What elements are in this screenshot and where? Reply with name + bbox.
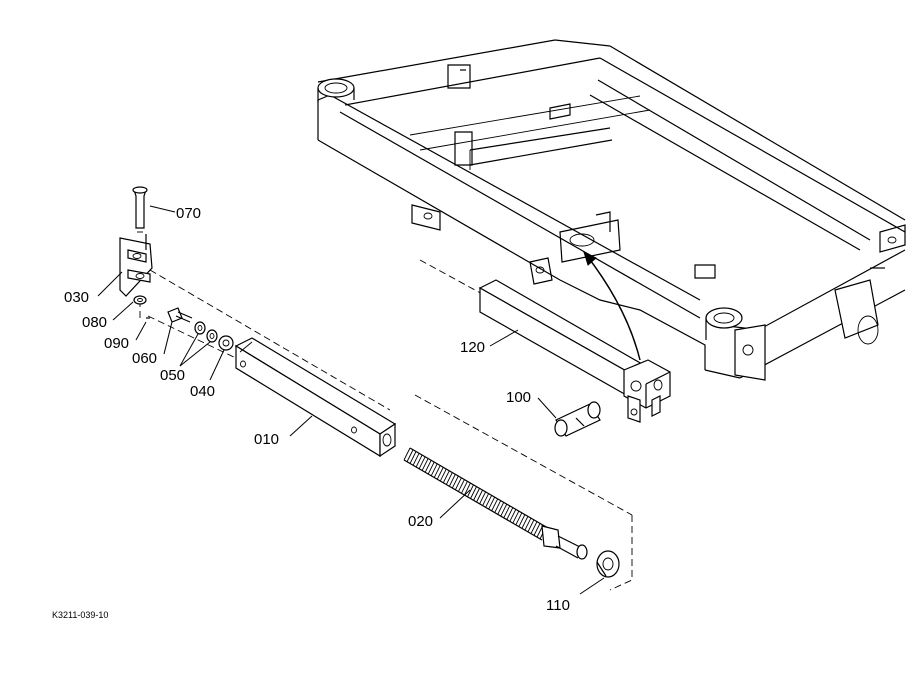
thread-mark xyxy=(491,498,499,512)
thread-mark xyxy=(403,447,411,461)
thread-mark xyxy=(518,514,526,527)
thread-mark xyxy=(533,523,541,536)
callout-110: 110 xyxy=(546,597,570,614)
callout-050: 050 xyxy=(160,367,185,384)
callout-120: 120 xyxy=(460,339,485,356)
thread-mark xyxy=(500,503,508,517)
callout-030: 030 xyxy=(64,289,89,306)
thread-mark xyxy=(439,468,447,482)
thread-mark xyxy=(430,463,438,477)
thread-mark xyxy=(451,475,459,489)
thread-mark xyxy=(415,454,423,468)
outer-tube-120 xyxy=(478,279,671,423)
bolt-060 xyxy=(167,307,193,323)
callout-060: 060 xyxy=(132,350,157,367)
pin-100 xyxy=(554,401,601,437)
thread-mark xyxy=(488,496,496,510)
thread-mark xyxy=(527,519,535,533)
nut-110 xyxy=(596,550,620,578)
figure-id: K3211-039-10 xyxy=(52,610,108,620)
leader-lines xyxy=(97,205,605,595)
thread-mark xyxy=(421,458,429,471)
thread-mark xyxy=(482,493,489,506)
thread-mark xyxy=(445,472,453,485)
thread-mark xyxy=(454,477,462,491)
callout-020: 020 xyxy=(408,513,433,530)
washer-050a xyxy=(194,321,206,335)
thread-mark xyxy=(442,470,450,484)
thread-mark xyxy=(509,509,517,522)
washer-040 xyxy=(218,335,234,351)
thread-mark xyxy=(418,456,426,469)
callout-010: 010 xyxy=(254,431,279,448)
thread-mark xyxy=(457,479,465,492)
thread-mark xyxy=(512,510,520,524)
thread-mark xyxy=(409,451,417,464)
thread-mark xyxy=(436,467,444,480)
washer-050b xyxy=(206,329,218,343)
thread-mark xyxy=(530,521,538,534)
thread-mark xyxy=(494,500,502,513)
thread-mark xyxy=(461,481,468,494)
callout-090: 090 xyxy=(104,335,129,352)
thread-mark xyxy=(427,461,435,475)
thread-mark xyxy=(497,502,505,515)
callout-070: 070 xyxy=(176,205,201,222)
callout-100: 100 xyxy=(506,389,531,406)
threaded-rod-020 xyxy=(403,447,588,560)
callouts: 070 030 080 090 060 050 040 010 020 110 … xyxy=(52,205,570,620)
callout-040: 040 xyxy=(190,383,215,400)
thread-mark xyxy=(524,518,532,531)
thread-mark xyxy=(485,495,493,508)
thread-mark xyxy=(470,486,477,499)
pin-070 xyxy=(132,186,148,233)
thread-mark xyxy=(464,482,471,496)
thread-mark xyxy=(412,453,420,466)
thread-mark xyxy=(503,505,511,519)
thread-mark xyxy=(521,516,529,529)
callout-080: 080 xyxy=(82,314,107,331)
thread-mark xyxy=(424,460,432,473)
thread-mark xyxy=(406,449,414,462)
thread-mark xyxy=(515,512,523,526)
thread-mark xyxy=(467,484,474,498)
thread-mark xyxy=(473,488,480,501)
install-arrow xyxy=(583,251,641,361)
thread-mark xyxy=(506,507,514,520)
thread-mark xyxy=(433,465,441,478)
thread-mark xyxy=(476,489,483,503)
thread-mark xyxy=(479,491,486,505)
frame-assembly xyxy=(317,39,906,381)
bracket-030 xyxy=(119,234,153,297)
washer-080 xyxy=(133,295,147,305)
thread-mark xyxy=(448,474,456,487)
square-tube-010 xyxy=(234,337,397,458)
